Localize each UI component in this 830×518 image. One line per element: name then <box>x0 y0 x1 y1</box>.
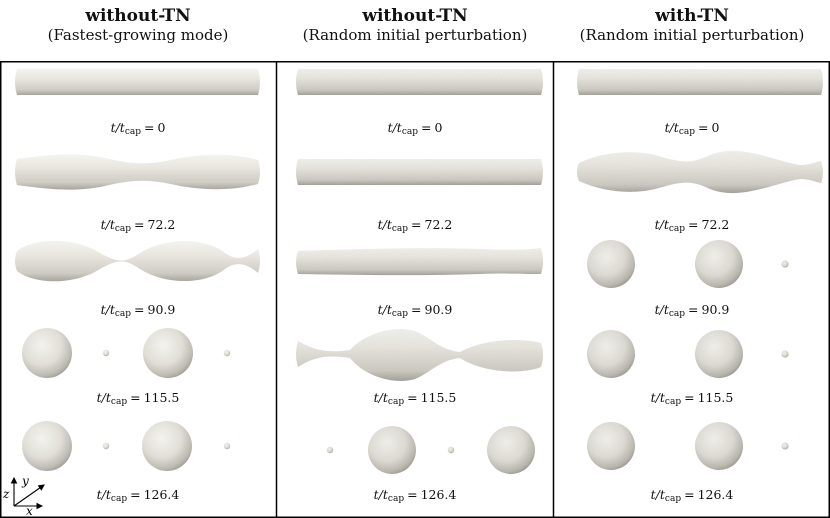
time-label: t/tcap=72.2 <box>654 217 730 234</box>
axes-triad <box>10 476 45 510</box>
satellite-drop <box>447 446 455 454</box>
column-1-subheading: (Fastest-growing mode) <box>47 26 229 44</box>
z-axis-label: z <box>2 487 10 501</box>
column-3-subheading: (Random initial perturbation) <box>579 26 805 44</box>
jet-necking-thread <box>15 240 260 282</box>
satellite-drop <box>102 349 110 357</box>
time-label: t/tcap=72.2 <box>377 217 453 234</box>
jet-necking-thread <box>296 329 543 381</box>
time-label: t/tcap=90.9 <box>377 302 453 319</box>
column-3-heading: with-TN <box>655 6 729 26</box>
panel-frame: z y x <box>0 61 830 518</box>
time-label: t/tcap=126.4 <box>96 487 180 504</box>
satellite-drop <box>781 350 789 358</box>
primary-drop <box>695 330 743 378</box>
outer-frame <box>0 61 830 518</box>
time-label: t/tcap=90.9 <box>654 302 730 319</box>
satellite-drop <box>781 442 789 450</box>
time-label: t/tcap=126.4 <box>650 487 734 504</box>
time-label: t/tcap=72.2 <box>100 217 176 234</box>
x-axis-label: x <box>26 504 33 518</box>
primary-drop <box>143 328 193 378</box>
primary-drop <box>22 328 72 378</box>
time-label: t/tcap=0 <box>110 120 166 137</box>
primary-drop <box>22 421 72 471</box>
time-label: t/tcap=115.5 <box>96 390 180 407</box>
time-label: t/tcap=115.5 <box>373 390 457 407</box>
time-label: t/tcap=0 <box>387 120 443 137</box>
column-3-title: with-TN (Random initial perturbation) <box>554 6 830 45</box>
y-axis-label: y <box>21 474 29 488</box>
column-2-title: without-TN (Random initial perturbation) <box>277 6 553 45</box>
jet-cylinder <box>577 69 823 95</box>
time-label: t/tcap=126.4 <box>373 487 457 504</box>
satellite-drop <box>781 260 789 268</box>
y-axis-arrow <box>13 484 45 507</box>
primary-drop <box>587 330 635 378</box>
time-label: t/tcap=0 <box>664 120 720 137</box>
satellite-drop <box>223 442 231 450</box>
column-2-subheading: (Random initial perturbation) <box>302 26 528 44</box>
jet-cylinder <box>296 159 543 185</box>
column-1-heading: without-TN <box>85 6 191 26</box>
primary-drop <box>587 422 635 470</box>
primary-drop <box>695 422 743 470</box>
jet-wavy-cylinder <box>577 150 823 194</box>
primary-drop <box>587 240 635 288</box>
satellite-drop <box>102 442 110 450</box>
satellite-drop <box>223 349 231 357</box>
primary-drop <box>695 240 743 288</box>
primary-drop <box>487 426 535 474</box>
satellite-drop <box>326 446 334 454</box>
column-1-snapshots <box>15 69 260 471</box>
column-2-snapshots <box>296 69 543 474</box>
jet-cylinder <box>15 69 260 95</box>
column-3-snapshots <box>577 69 823 470</box>
time-label: t/tcap=115.5 <box>650 390 734 407</box>
time-label: t/tcap=90.9 <box>100 302 176 319</box>
jet-slightly-wavy-cylinder <box>296 248 543 276</box>
column-2-heading: without-TN <box>362 6 468 26</box>
jet-cylinder <box>296 69 543 95</box>
column-1-title: without-TN (Fastest-growing mode) <box>0 6 276 45</box>
primary-drop <box>368 426 416 474</box>
primary-drop <box>142 421 192 471</box>
jet-wavy-cylinder <box>15 154 260 190</box>
